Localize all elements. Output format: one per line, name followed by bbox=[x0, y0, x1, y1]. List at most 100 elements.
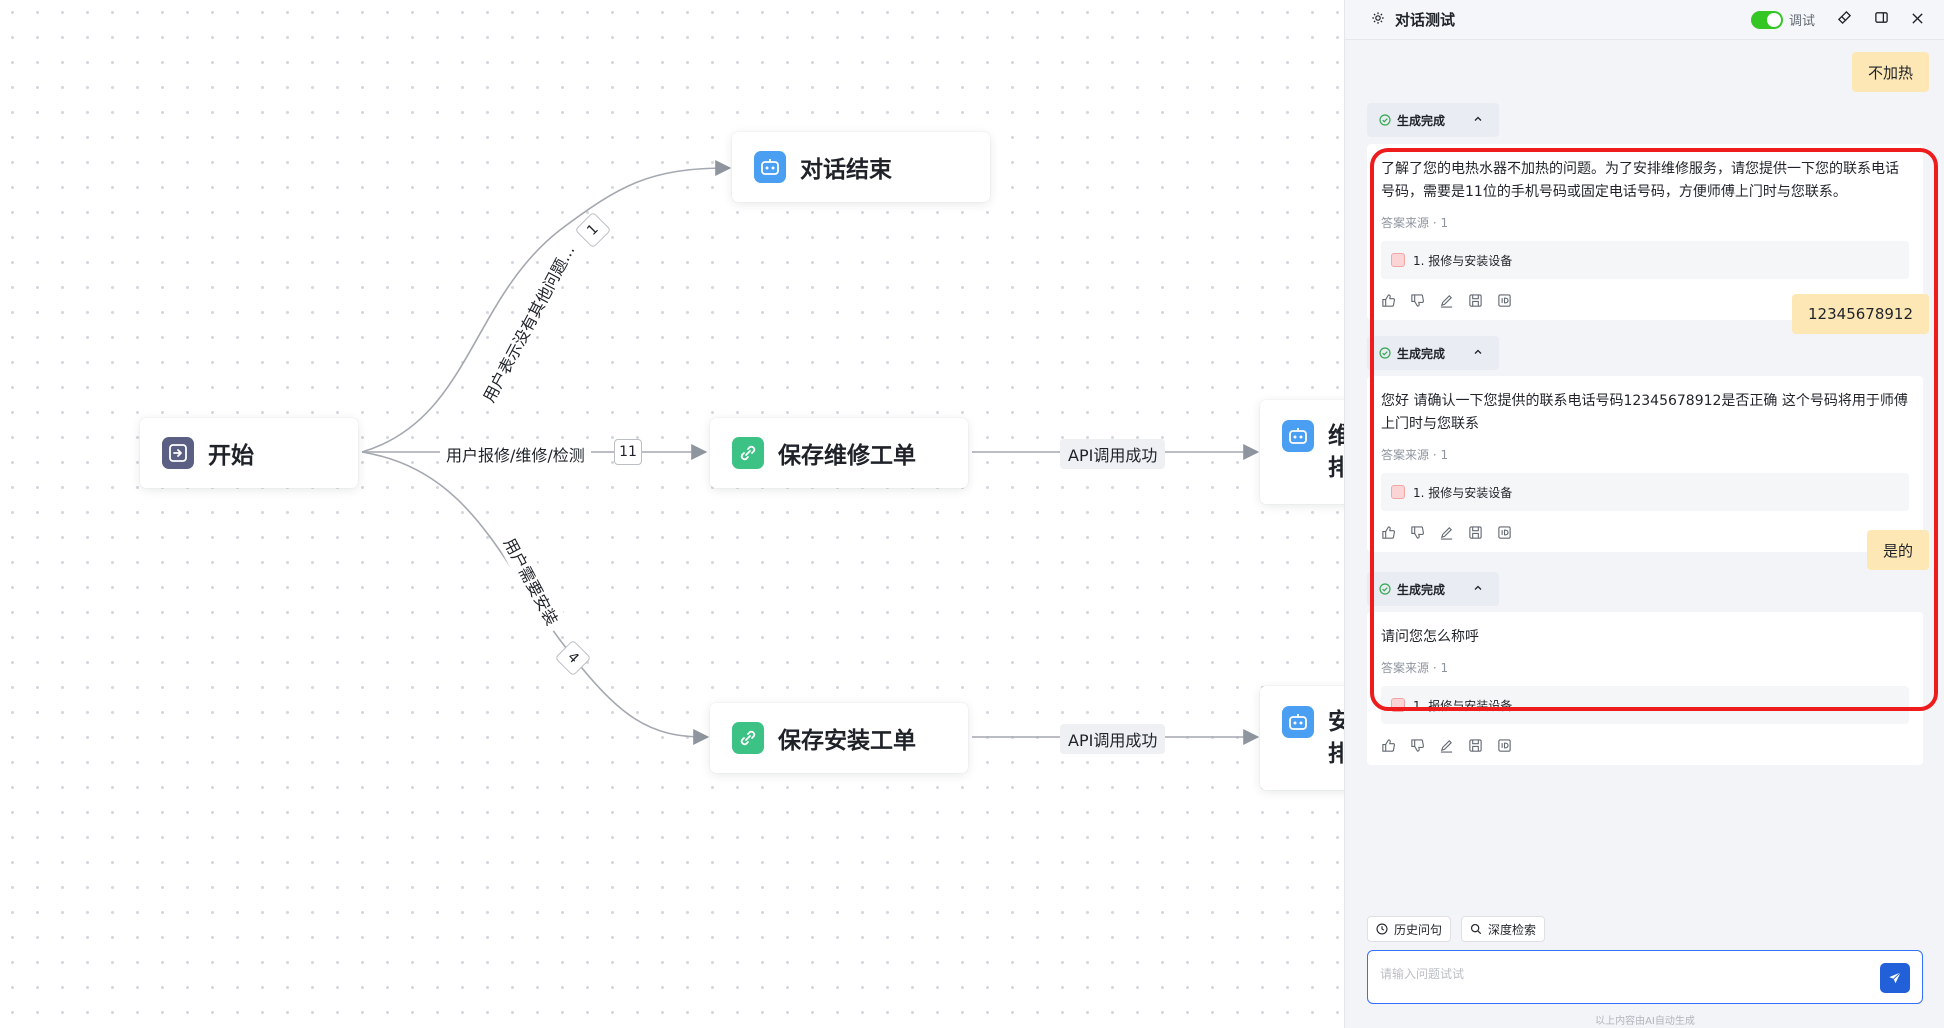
user-message: 是的 bbox=[1866, 530, 1929, 570]
user-message: 不加热 bbox=[1851, 52, 1929, 92]
thumbs-down-icon[interactable] bbox=[1410, 738, 1425, 753]
edge-label-api-success-2[interactable]: API调用成功 bbox=[1060, 724, 1166, 754]
link-icon bbox=[732, 437, 764, 469]
question-input[interactable] bbox=[1380, 967, 1860, 981]
edge-label-api-success-1[interactable]: API调用成功 bbox=[1060, 439, 1166, 469]
deep-search-button[interactable]: 深度检索 bbox=[1461, 916, 1546, 942]
answer-source-item[interactable]: 1. 报修与安装设备 bbox=[1381, 241, 1909, 279]
close-icon[interactable] bbox=[1911, 11, 1924, 29]
save-icon[interactable] bbox=[1468, 525, 1483, 540]
gear-icon[interactable] bbox=[1371, 11, 1385, 29]
node-save-repair[interactable]: 保存维修工单 bbox=[710, 418, 968, 488]
workflow-canvas[interactable]: 开始 对话结束 保存维修工单 保存安装工单 维 排 bbox=[0, 0, 1344, 1028]
chevron-up-icon[interactable] bbox=[1473, 113, 1483, 127]
thumbs-down-icon[interactable] bbox=[1410, 293, 1425, 308]
chat-history[interactable]: 不加热 生成完成 了解了您的电热水器不加热的问题。为了安排维修服务，请您提供一下… bbox=[1345, 40, 1944, 908]
source-item-label: 1. 报修与安装设备 bbox=[1413, 485, 1513, 500]
chat-test-panel: 对话测试 调试 不加热 生成完成 了解了您 bbox=[1344, 0, 1944, 1028]
edit-icon[interactable] bbox=[1439, 293, 1454, 308]
generation-status[interactable]: 生成完成 bbox=[1367, 103, 1499, 137]
generation-status[interactable]: 生成完成 bbox=[1367, 572, 1499, 606]
answer-source-label: 答案来源 · 1 bbox=[1381, 216, 1449, 230]
edge-label-repair[interactable]: 用户报修/维修/检测 bbox=[440, 441, 591, 467]
status-text: 生成完成 bbox=[1397, 582, 1446, 597]
node-end-chat[interactable]: 对话结束 bbox=[732, 132, 990, 202]
ai-disclaimer: 以上内容由AI自动生成 bbox=[1595, 1016, 1695, 1027]
send-icon bbox=[1889, 971, 1901, 984]
edge-layer bbox=[361, 160, 1260, 745]
node-label-line1: 安 bbox=[1328, 709, 1344, 735]
broom-icon[interactable] bbox=[1837, 10, 1852, 29]
node-save-install[interactable]: 保存安装工单 bbox=[710, 703, 968, 773]
thumbs-up-icon[interactable] bbox=[1381, 525, 1396, 540]
edge-no-other-issue[interactable] bbox=[361, 160, 732, 453]
robot-icon bbox=[1282, 706, 1314, 738]
generation-status[interactable]: 生成完成 bbox=[1367, 336, 1499, 370]
check-circle-icon bbox=[1379, 347, 1391, 359]
debug-toggle[interactable]: 调试 bbox=[1750, 10, 1815, 29]
id-icon[interactable] bbox=[1497, 293, 1512, 308]
sidebar-toggle-icon[interactable] bbox=[1874, 10, 1889, 29]
document-icon bbox=[1391, 485, 1405, 499]
node-label-line1: 维 bbox=[1328, 423, 1344, 449]
message-actions bbox=[1381, 293, 1909, 308]
document-icon bbox=[1391, 698, 1405, 712]
node-label: 对话结束 bbox=[800, 157, 892, 183]
debug-label: 调试 bbox=[1788, 14, 1815, 29]
source-item-label: 1. 报修与安装设备 bbox=[1413, 253, 1513, 268]
message-actions bbox=[1381, 525, 1909, 540]
clock-icon bbox=[1376, 923, 1388, 935]
thumbs-up-icon[interactable] bbox=[1381, 738, 1396, 753]
document-icon bbox=[1391, 253, 1405, 267]
bot-message: 了解了您的电热水器不加热的问题。为了安排维修服务，请您提供一下您的联系电话号码，… bbox=[1367, 144, 1923, 320]
question-input-box[interactable] bbox=[1367, 950, 1923, 1004]
answer-source-label: 答案来源 · 1 bbox=[1381, 661, 1449, 675]
thumbs-up-icon[interactable] bbox=[1381, 293, 1396, 308]
node-label: 保存安装工单 bbox=[778, 728, 916, 754]
node-repair-arrange[interactable]: 维 排 bbox=[1260, 400, 1344, 504]
check-circle-icon bbox=[1379, 114, 1391, 126]
edit-icon[interactable] bbox=[1439, 738, 1454, 753]
toggle-switch[interactable] bbox=[1750, 10, 1783, 29]
panel-title: 对话测试 bbox=[1395, 11, 1456, 29]
bot-message: 请问您怎么称呼 答案来源 · 1 1. 报修与安装设备 bbox=[1367, 612, 1923, 765]
id-icon[interactable] bbox=[1497, 738, 1512, 753]
login-icon bbox=[162, 437, 194, 469]
robot-icon bbox=[754, 151, 786, 183]
edge-badge-repair[interactable]: 11 bbox=[614, 439, 642, 465]
node-label: 开始 bbox=[208, 443, 254, 469]
status-text: 生成完成 bbox=[1397, 346, 1446, 361]
check-circle-icon bbox=[1379, 583, 1391, 595]
history-question-label: 历史问句 bbox=[1394, 922, 1443, 937]
status-text: 生成完成 bbox=[1397, 113, 1446, 128]
history-question-button[interactable]: 历史问句 bbox=[1367, 916, 1452, 942]
bot-message: 您好 请确认一下您提供的联系电话号码12345678912是否正确 这个号码将用… bbox=[1367, 376, 1923, 552]
node-label-line2: 排 bbox=[1328, 741, 1344, 767]
quick-actions: 历史问句 深度检索 bbox=[1367, 916, 1546, 942]
deep-search-label: 深度检索 bbox=[1488, 922, 1537, 937]
answer-source-item[interactable]: 1. 报修与安装设备 bbox=[1381, 473, 1909, 511]
node-start[interactable]: 开始 bbox=[140, 418, 358, 488]
chevron-up-icon[interactable] bbox=[1473, 582, 1483, 596]
node-install-arrange[interactable]: 安 排 bbox=[1260, 686, 1344, 790]
panel-header: 对话测试 调试 bbox=[1345, 0, 1944, 40]
search-icon bbox=[1470, 923, 1482, 935]
source-item-label: 1. 报修与安装设备 bbox=[1413, 698, 1513, 713]
message-actions bbox=[1381, 738, 1909, 753]
chevron-up-icon[interactable] bbox=[1473, 346, 1483, 360]
edit-icon[interactable] bbox=[1439, 525, 1454, 540]
thumbs-down-icon[interactable] bbox=[1410, 525, 1425, 540]
bot-message-text: 了解了您的电热水器不加热的问题。为了安排维修服务，请您提供一下您的联系电话号码，… bbox=[1381, 161, 1899, 200]
bot-message-text: 您好 请确认一下您提供的联系电话号码12345678912是否正确 这个号码将用… bbox=[1381, 393, 1908, 432]
robot-icon bbox=[1282, 420, 1314, 452]
user-message: 12345678912 bbox=[1792, 294, 1929, 334]
save-icon[interactable] bbox=[1468, 293, 1483, 308]
node-label: 保存维修工单 bbox=[778, 443, 916, 469]
node-label-line2: 排 bbox=[1328, 455, 1344, 481]
link-icon bbox=[732, 722, 764, 754]
save-icon[interactable] bbox=[1468, 738, 1483, 753]
id-icon[interactable] bbox=[1497, 525, 1512, 540]
answer-source-item[interactable]: 1. 报修与安装设备 bbox=[1381, 686, 1909, 724]
send-button[interactable] bbox=[1880, 963, 1910, 993]
answer-source-label: 答案来源 · 1 bbox=[1381, 448, 1449, 462]
